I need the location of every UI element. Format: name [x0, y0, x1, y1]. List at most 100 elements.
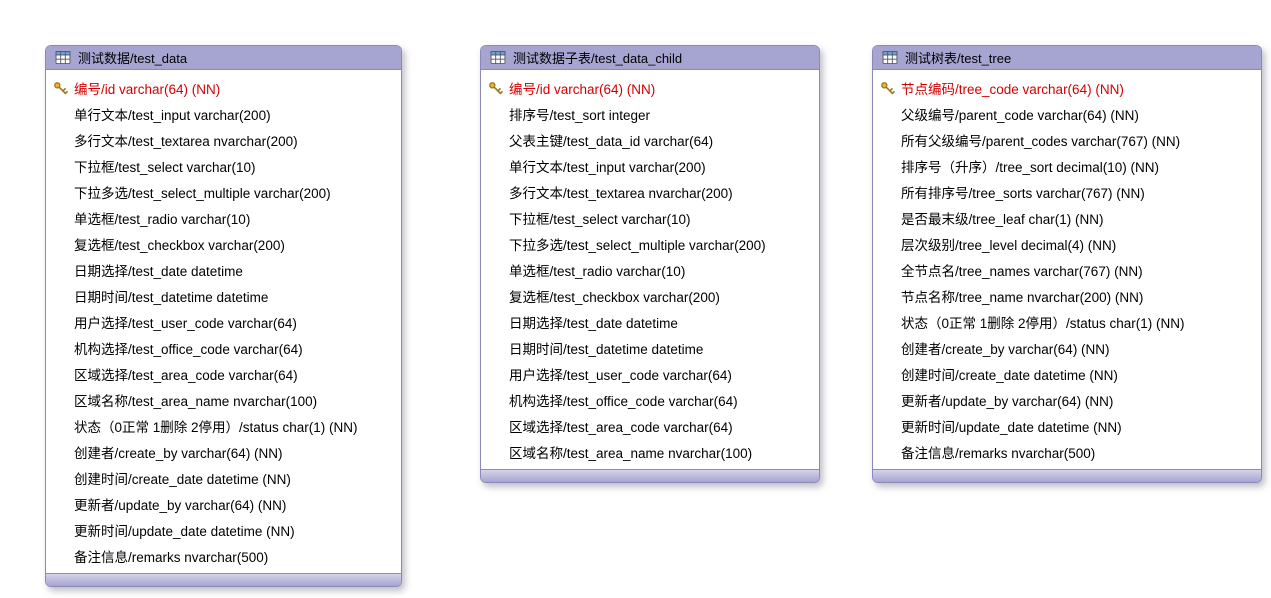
field-row: 下拉多选/test_select_multiple varchar(200) [46, 179, 401, 205]
field-row: 父表主键/test_data_id varchar(64) [481, 127, 819, 153]
field-label: 父表主键/test_data_id varchar(64) [509, 134, 714, 149]
field-label: 复选框/test_checkbox varchar(200) [509, 290, 720, 305]
field-row: 节点编码/tree_code varchar(64) (NN) [873, 75, 1261, 101]
field-label: 全节点名/tree_names varchar(767) (NN) [901, 264, 1143, 279]
field-row: 编号/id varchar(64) (NN) [46, 75, 401, 101]
field-row: 下拉多选/test_select_multiple varchar(200) [481, 231, 819, 257]
field-row: 用户选择/test_user_code varchar(64) [481, 361, 819, 387]
field-row: 日期时间/test_datetime datetime [481, 335, 819, 361]
table-node[interactable]: 测试数据子表/test_data_child 编号/id varchar(64)… [480, 45, 820, 483]
field-label: 机构选择/test_office_code varchar(64) [509, 394, 738, 409]
table-title: 测试数据子表/test_data_child [513, 51, 683, 66]
field-label: 创建时间/create_date datetime (NN) [901, 368, 1118, 383]
field-label: 备注信息/remarks nvarchar(500) [901, 446, 1096, 461]
field-row: 状态（0正常 1删除 2停用）/status char(1) (NN) [46, 413, 401, 439]
table-header[interactable]: 测试数据子表/test_data_child [481, 46, 819, 70]
field-label: 创建时间/create_date datetime (NN) [74, 472, 291, 487]
field-row: 单行文本/test_input varchar(200) [481, 153, 819, 179]
field-row: 区域选择/test_area_code varchar(64) [481, 413, 819, 439]
field-label: 多行文本/test_textarea nvarchar(200) [74, 134, 298, 149]
field-label: 状态（0正常 1删除 2停用）/status char(1) (NN) [74, 420, 358, 435]
field-label: 创建者/create_by varchar(64) (NN) [74, 446, 283, 461]
primary-key-icon [481, 81, 509, 96]
table-icon [882, 51, 898, 64]
field-label: 日期选择/test_date datetime [74, 264, 243, 279]
field-label: 状态（0正常 1删除 2停用）/status char(1) (NN) [901, 316, 1185, 331]
field-label: 多行文本/test_textarea nvarchar(200) [509, 186, 733, 201]
table-title: 测试数据/test_data [78, 51, 188, 66]
field-row: 所有父级编号/parent_codes varchar(767) (NN) [873, 127, 1261, 153]
table-node[interactable]: 测试数据/test_data 编号/id varchar(64) (NN) 单行… [45, 45, 402, 587]
field-row: 排序号/test_sort integer [481, 101, 819, 127]
table-fields: 编号/id varchar(64) (NN) 排序号/test_sort int… [481, 70, 819, 469]
field-label: 用户选择/test_user_code varchar(64) [509, 368, 732, 383]
field-row: 更新时间/update_date datetime (NN) [873, 413, 1261, 439]
field-row: 单选框/test_radio varchar(10) [481, 257, 819, 283]
field-label: 机构选择/test_office_code varchar(64) [74, 342, 303, 357]
table-header[interactable]: 测试树表/test_tree [873, 46, 1261, 70]
field-label: 下拉框/test_select varchar(10) [509, 212, 691, 227]
field-label: 复选框/test_checkbox varchar(200) [74, 238, 285, 253]
primary-key-icon [873, 81, 901, 96]
field-label: 排序号/test_sort integer [509, 108, 651, 123]
field-row: 机构选择/test_office_code varchar(64) [481, 387, 819, 413]
field-row: 日期选择/test_date datetime [46, 257, 401, 283]
field-label: 更新时间/update_date datetime (NN) [901, 420, 1122, 435]
field-label: 是否最末级/tree_leaf char(1) (NN) [901, 212, 1104, 227]
field-label: 备注信息/remarks nvarchar(500) [74, 550, 269, 565]
field-row: 备注信息/remarks nvarchar(500) [46, 543, 401, 569]
field-row: 日期选择/test_date datetime [481, 309, 819, 335]
field-label: 用户选择/test_user_code varchar(64) [74, 316, 297, 331]
field-label: 日期选择/test_date datetime [509, 316, 678, 331]
field-label: 区域名称/test_area_name nvarchar(100) [509, 446, 753, 461]
field-label: 区域选择/test_area_code varchar(64) [74, 368, 298, 383]
primary-key-icon [46, 81, 74, 96]
table-header[interactable]: 测试数据/test_data [46, 46, 401, 70]
field-row: 更新者/update_by varchar(64) (NN) [46, 491, 401, 517]
field-label: 编号/id varchar(64) (NN) [74, 82, 221, 97]
table-node[interactable]: 测试树表/test_tree 节点编码/tree_code varchar(64… [872, 45, 1262, 483]
field-label: 日期时间/test_datetime datetime [74, 290, 269, 305]
table-footer [481, 469, 819, 482]
field-label: 层次级别/tree_level decimal(4) (NN) [901, 238, 1117, 253]
field-row: 多行文本/test_textarea nvarchar(200) [46, 127, 401, 153]
field-label: 单行文本/test_input varchar(200) [509, 160, 706, 175]
field-row: 父级编号/parent_code varchar(64) (NN) [873, 101, 1261, 127]
field-row: 层次级别/tree_level decimal(4) (NN) [873, 231, 1261, 257]
field-row: 状态（0正常 1删除 2停用）/status char(1) (NN) [873, 309, 1261, 335]
field-row: 用户选择/test_user_code varchar(64) [46, 309, 401, 335]
field-row: 排序号（升序）/tree_sort decimal(10) (NN) [873, 153, 1261, 179]
field-label: 更新者/update_by varchar(64) (NN) [74, 498, 287, 513]
field-label: 节点名称/tree_name nvarchar(200) (NN) [901, 290, 1144, 305]
field-label: 更新者/update_by varchar(64) (NN) [901, 394, 1114, 409]
field-label: 编号/id varchar(64) (NN) [509, 82, 656, 97]
field-row: 区域名称/test_area_name nvarchar(100) [46, 387, 401, 413]
field-row: 更新时间/update_date datetime (NN) [46, 517, 401, 543]
table-footer [46, 573, 401, 586]
field-label: 单选框/test_radio varchar(10) [509, 264, 686, 279]
field-row: 全节点名/tree_names varchar(767) (NN) [873, 257, 1261, 283]
field-label: 下拉框/test_select varchar(10) [74, 160, 256, 175]
field-label: 创建者/create_by varchar(64) (NN) [901, 342, 1110, 357]
field-label: 日期时间/test_datetime datetime [509, 342, 704, 357]
field-row: 复选框/test_checkbox varchar(200) [46, 231, 401, 257]
field-row: 单选框/test_radio varchar(10) [46, 205, 401, 231]
field-label: 下拉多选/test_select_multiple varchar(200) [74, 186, 331, 201]
field-row: 更新者/update_by varchar(64) (NN) [873, 387, 1261, 413]
table-footer [873, 469, 1261, 482]
field-row: 单行文本/test_input varchar(200) [46, 101, 401, 127]
field-row: 创建者/create_by varchar(64) (NN) [46, 439, 401, 465]
field-label: 单选框/test_radio varchar(10) [74, 212, 251, 227]
field-label: 区域名称/test_area_name nvarchar(100) [74, 394, 318, 409]
field-row: 下拉框/test_select varchar(10) [46, 153, 401, 179]
field-row: 所有排序号/tree_sorts varchar(767) (NN) [873, 179, 1261, 205]
table-title: 测试树表/test_tree [905, 51, 1012, 66]
table-icon [55, 51, 71, 64]
field-row: 是否最末级/tree_leaf char(1) (NN) [873, 205, 1261, 231]
field-row: 复选框/test_checkbox varchar(200) [481, 283, 819, 309]
field-row: 节点名称/tree_name nvarchar(200) (NN) [873, 283, 1261, 309]
table-fields: 节点编码/tree_code varchar(64) (NN) 父级编号/par… [873, 70, 1261, 469]
field-label: 节点编码/tree_code varchar(64) (NN) [901, 82, 1124, 97]
field-row: 创建者/create_by varchar(64) (NN) [873, 335, 1261, 361]
